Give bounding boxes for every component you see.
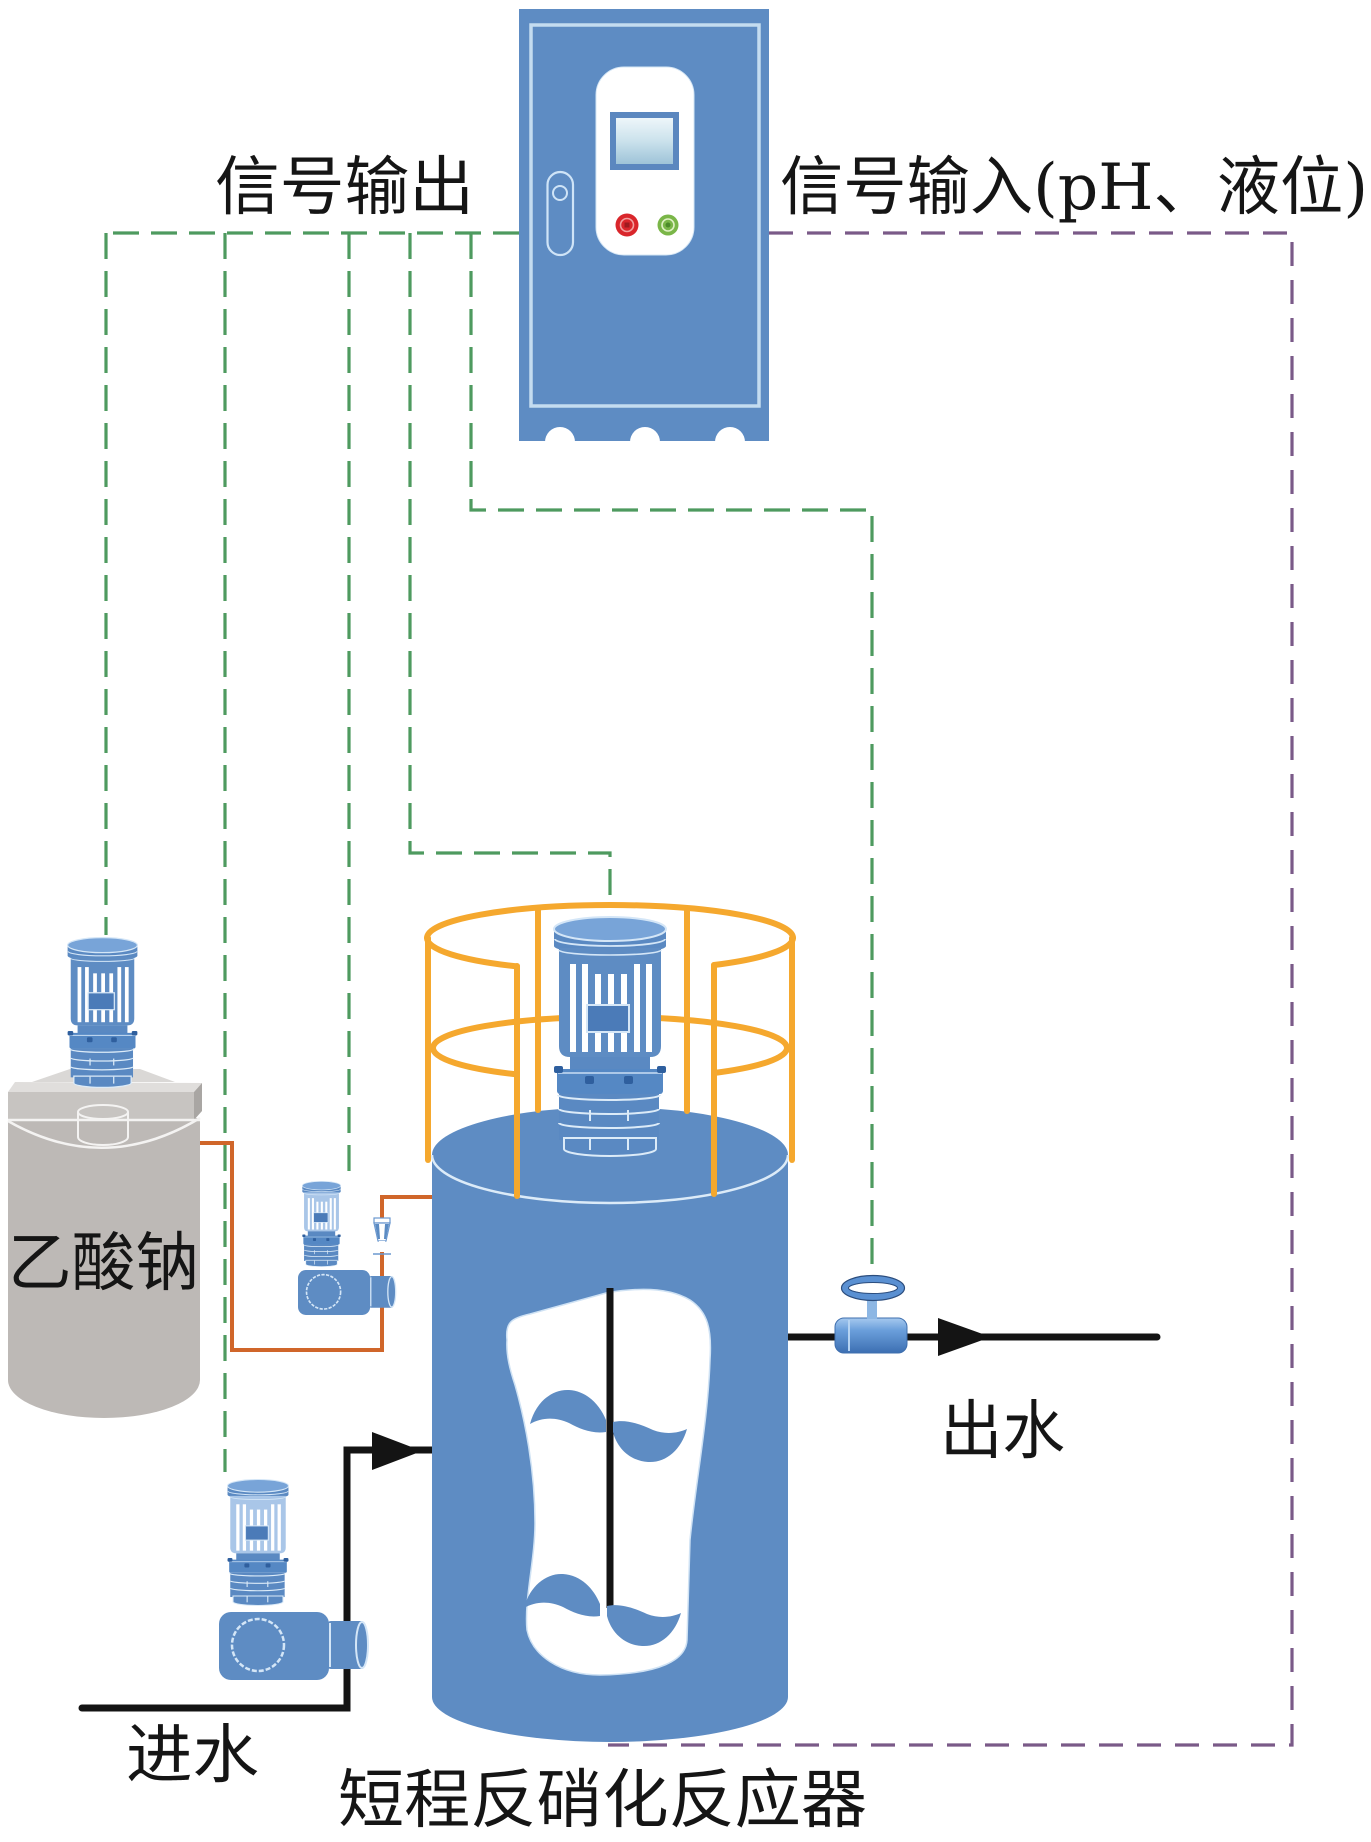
check-valve-insert <box>375 1224 380 1239</box>
check-valve-insert <box>384 1224 389 1239</box>
valve-handwheel <box>841 1275 905 1301</box>
gate-valve-icon <box>834 1274 908 1354</box>
guard-railing-front <box>424 935 796 1199</box>
check-valve-stem <box>379 1241 385 1252</box>
dosing-pump-motor-icon <box>302 1181 341 1267</box>
start-button-center <box>665 222 671 228</box>
handwheel-outer-edge <box>840 1274 906 1302</box>
door-handle-icon <box>546 170 575 257</box>
fill-cap-side <box>77 1112 129 1146</box>
tank-rim-side <box>194 1083 202 1120</box>
start-button-ring <box>661 218 675 232</box>
feed-pump-motor-icon <box>227 1479 289 1606</box>
railing-top-ring-back <box>424 902 796 941</box>
reactor-label: 短程反硝化反应器 <box>338 1764 867 1838</box>
stop-button-icon <box>615 213 639 237</box>
influent-label: 进水 <box>126 1719 259 1793</box>
tank-mixer-motor-icon <box>67 937 138 1088</box>
outflow-arrow-icon <box>938 1318 991 1356</box>
valve-stem <box>867 1298 877 1319</box>
signal-line-reactor-mixer <box>408 233 612 907</box>
railing-top-ring-front-right <box>711 935 796 968</box>
base-notch <box>630 427 660 442</box>
valve-body <box>834 1317 908 1354</box>
railing-mid-ring-front-left <box>429 1045 520 1078</box>
sodium-acetate-dosing-pipe <box>200 1141 432 1352</box>
display-screen <box>616 118 673 164</box>
cabinet-base-notches <box>545 427 745 442</box>
handle-lock <box>552 185 568 201</box>
handle-outline <box>546 170 575 257</box>
reactor-icon <box>430 1107 790 1742</box>
inflow-arrow-icon <box>372 1432 422 1470</box>
reactor-mixer-motor-icon <box>553 916 667 1157</box>
reactor-top-rim <box>430 1154 790 1205</box>
tank-body <box>8 1118 200 1418</box>
check-valve-cap <box>373 1217 391 1224</box>
stop-button-center <box>624 222 630 228</box>
signal-output-label: 信号输出 <box>215 151 474 225</box>
labels: 信号输出 信号输入(pH、液位) 乙酸钠 进水 出水 短程反硝化反应器 <box>8 151 1368 1838</box>
signal-input-label: 信号输入(pH、液位) <box>780 151 1368 225</box>
tank-dome-edge <box>7 1116 201 1149</box>
railing-top-ring-front-left <box>424 935 520 970</box>
stop-button-ring <box>619 217 635 233</box>
sodium-acetate-label: 乙酸钠 <box>8 1227 199 1301</box>
start-button-icon <box>657 214 679 236</box>
handwheel-inner-edge <box>848 1282 898 1294</box>
base-notch <box>715 427 745 442</box>
sodium-acetate-tank-icon <box>7 1069 202 1418</box>
base-notch <box>545 427 575 442</box>
signal-line-outlet-valve <box>469 233 874 1267</box>
cabinet-door-trim <box>529 23 761 408</box>
tank-fill-cap-icon <box>77 1104 129 1146</box>
signal-input-line <box>608 231 1294 1747</box>
check-valve-icon <box>373 1217 391 1255</box>
control-cabinet-icon <box>519 9 769 442</box>
effluent-label: 出水 <box>940 1395 1065 1469</box>
signal-output-lines <box>104 231 874 1472</box>
railing-mid-ring-front-right <box>711 1045 790 1076</box>
